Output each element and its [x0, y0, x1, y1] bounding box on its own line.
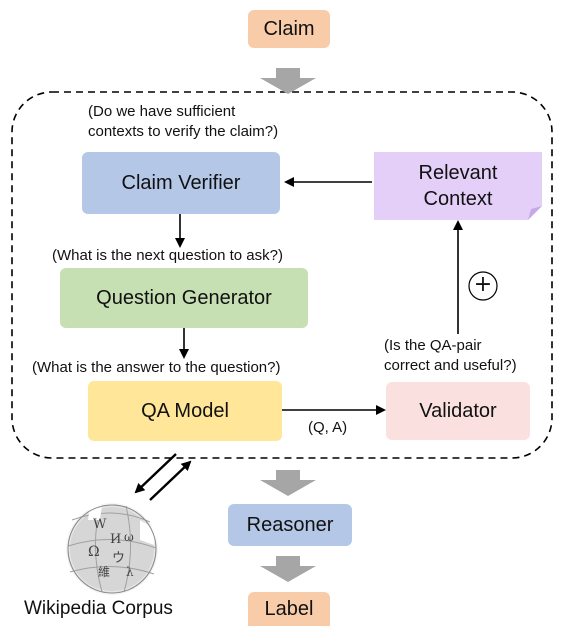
note-next-question: (What is the next question to ask?)	[52, 247, 283, 264]
note-qa-pair-check-line2: correct and useful?)	[384, 356, 517, 374]
note-sufficient-context-line1: (Do we have sufficient	[88, 103, 236, 120]
accumulate-circle	[468, 271, 498, 301]
svg-text:維: 維	[98, 565, 110, 579]
claim-node: Claim	[248, 10, 330, 48]
flow-arrow-claim-to-loop	[260, 68, 316, 94]
qa-model-label: QA Model	[141, 399, 229, 422]
agent-loop-boundary	[11, 91, 553, 459]
relevant-context-fold	[528, 206, 542, 220]
question-generator-node: Question Generator	[60, 268, 308, 328]
svg-text:ω: ω	[124, 530, 134, 544]
label-label: Label	[264, 597, 314, 620]
label-node: Label	[248, 592, 330, 626]
reasoner-label: Reasoner	[246, 513, 334, 536]
svg-text:W: W	[93, 517, 107, 532]
relevant-context-label-line1: Relevant	[418, 162, 498, 184]
note-answer-question: (What is the answer to the question?)	[32, 359, 281, 376]
wikipedia-caption: Wikipedia Corpus	[24, 598, 173, 619]
note-qa-pair-check: (Is the QA-pair correct and useful?)	[384, 336, 517, 375]
flow-arrow-reasoner-to-label	[260, 556, 316, 582]
svg-text:ウ: ウ	[112, 551, 125, 566]
wikipedia-globe-icon: W И Ω ウ ω 維 λ	[66, 503, 158, 595]
reasoner-node: Reasoner	[228, 504, 352, 546]
svg-text:И: И	[110, 532, 121, 547]
qa-model-node: QA Model	[88, 381, 282, 441]
claim-verifier-node: Claim Verifier	[82, 152, 280, 214]
accumulate-symbol: +	[473, 272, 493, 297]
flow-arrow-loop-to-reasoner	[260, 470, 316, 496]
arrow-wikipedia-to-qa	[149, 460, 192, 501]
note-sufficient-context: (Do we have sufficient contexts to verif…	[88, 102, 278, 141]
edge-label-qa-pair: (Q, A)	[308, 419, 348, 436]
claim-label: Claim	[263, 17, 315, 40]
relevant-context-shape	[374, 152, 542, 220]
relevant-context-node: Relevant Context	[374, 152, 542, 220]
note-qa-pair-check-line1: (Is the QA-pair	[384, 337, 482, 354]
validator-node: Validator	[386, 382, 530, 440]
svg-text:λ: λ	[126, 565, 134, 579]
arrow-qa-to-wikipedia	[134, 453, 177, 494]
note-sufficient-context-line2: contexts to verify the claim?)	[88, 122, 279, 140]
validator-label: Validator	[419, 399, 497, 422]
claim-verifier-label: Claim Verifier	[121, 171, 241, 194]
relevant-context-label-line2: Context	[423, 188, 493, 210]
question-generator-label: Question Generator	[96, 286, 272, 309]
svg-text:Ω: Ω	[88, 544, 100, 560]
